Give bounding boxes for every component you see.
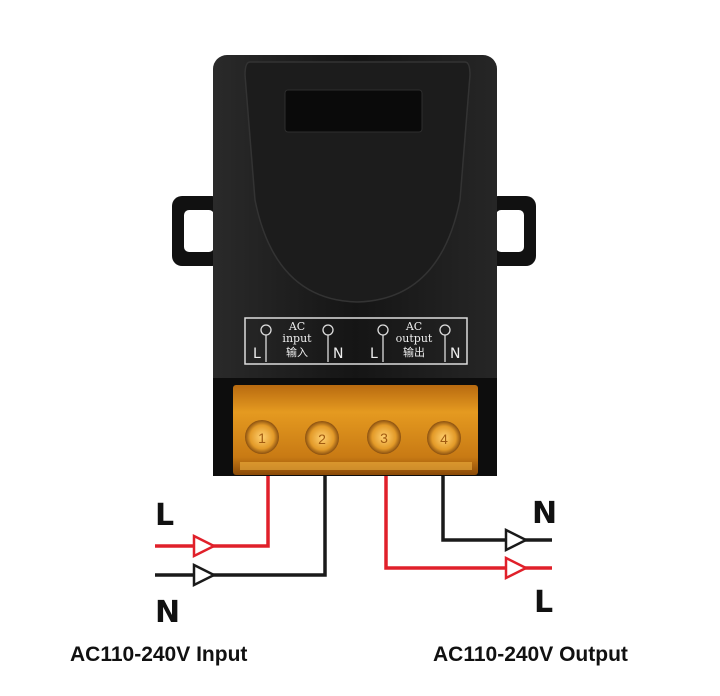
terminal-L-in: L bbox=[253, 346, 261, 362]
output-N-label: N bbox=[532, 496, 557, 531]
input-caption: AC110-240V Input bbox=[70, 643, 247, 666]
window bbox=[284, 89, 423, 133]
terminal-N-in: N bbox=[333, 346, 343, 362]
mounting-ear-right bbox=[488, 196, 536, 266]
screw-2: 2 bbox=[305, 421, 339, 455]
terminal-N-out: N bbox=[450, 346, 460, 362]
arrow-icon bbox=[192, 533, 217, 559]
input-neutral-wire bbox=[155, 476, 327, 577]
terminal-label-panel: L N L N AC input 输入 AC output 输出 bbox=[244, 317, 468, 365]
arrow-icon bbox=[504, 555, 529, 581]
terminal-L-out: L bbox=[370, 346, 378, 362]
input-label-ac: AC bbox=[288, 320, 305, 333]
output-label-en: output bbox=[396, 332, 433, 345]
output-L-label: L bbox=[534, 585, 553, 620]
input-N-label: N bbox=[155, 595, 180, 630]
output-label-ac: AC bbox=[405, 320, 422, 333]
input-L-label: L bbox=[155, 498, 174, 533]
output-caption: AC110-240V Output bbox=[433, 643, 628, 666]
screw-3: 3 bbox=[367, 420, 401, 454]
output-label-cn: 输出 bbox=[403, 345, 425, 359]
svg-text:1: 1 bbox=[258, 430, 266, 446]
svg-text:2: 2 bbox=[318, 431, 326, 447]
arrow-icon bbox=[192, 562, 217, 588]
input-live-wire bbox=[155, 476, 270, 548]
arrow-icon bbox=[504, 527, 529, 553]
screw-1: 1 bbox=[245, 420, 279, 454]
terminal-block: 1 2 3 4 bbox=[213, 378, 497, 476]
svg-text:4: 4 bbox=[440, 431, 448, 447]
svg-text:3: 3 bbox=[380, 430, 388, 446]
input-label-en: input bbox=[282, 332, 312, 345]
output-live-wire bbox=[384, 476, 552, 570]
screw-4: 4 bbox=[427, 421, 461, 455]
mounting-ear-left bbox=[172, 196, 222, 266]
input-label-cn: 输入 bbox=[286, 345, 308, 359]
